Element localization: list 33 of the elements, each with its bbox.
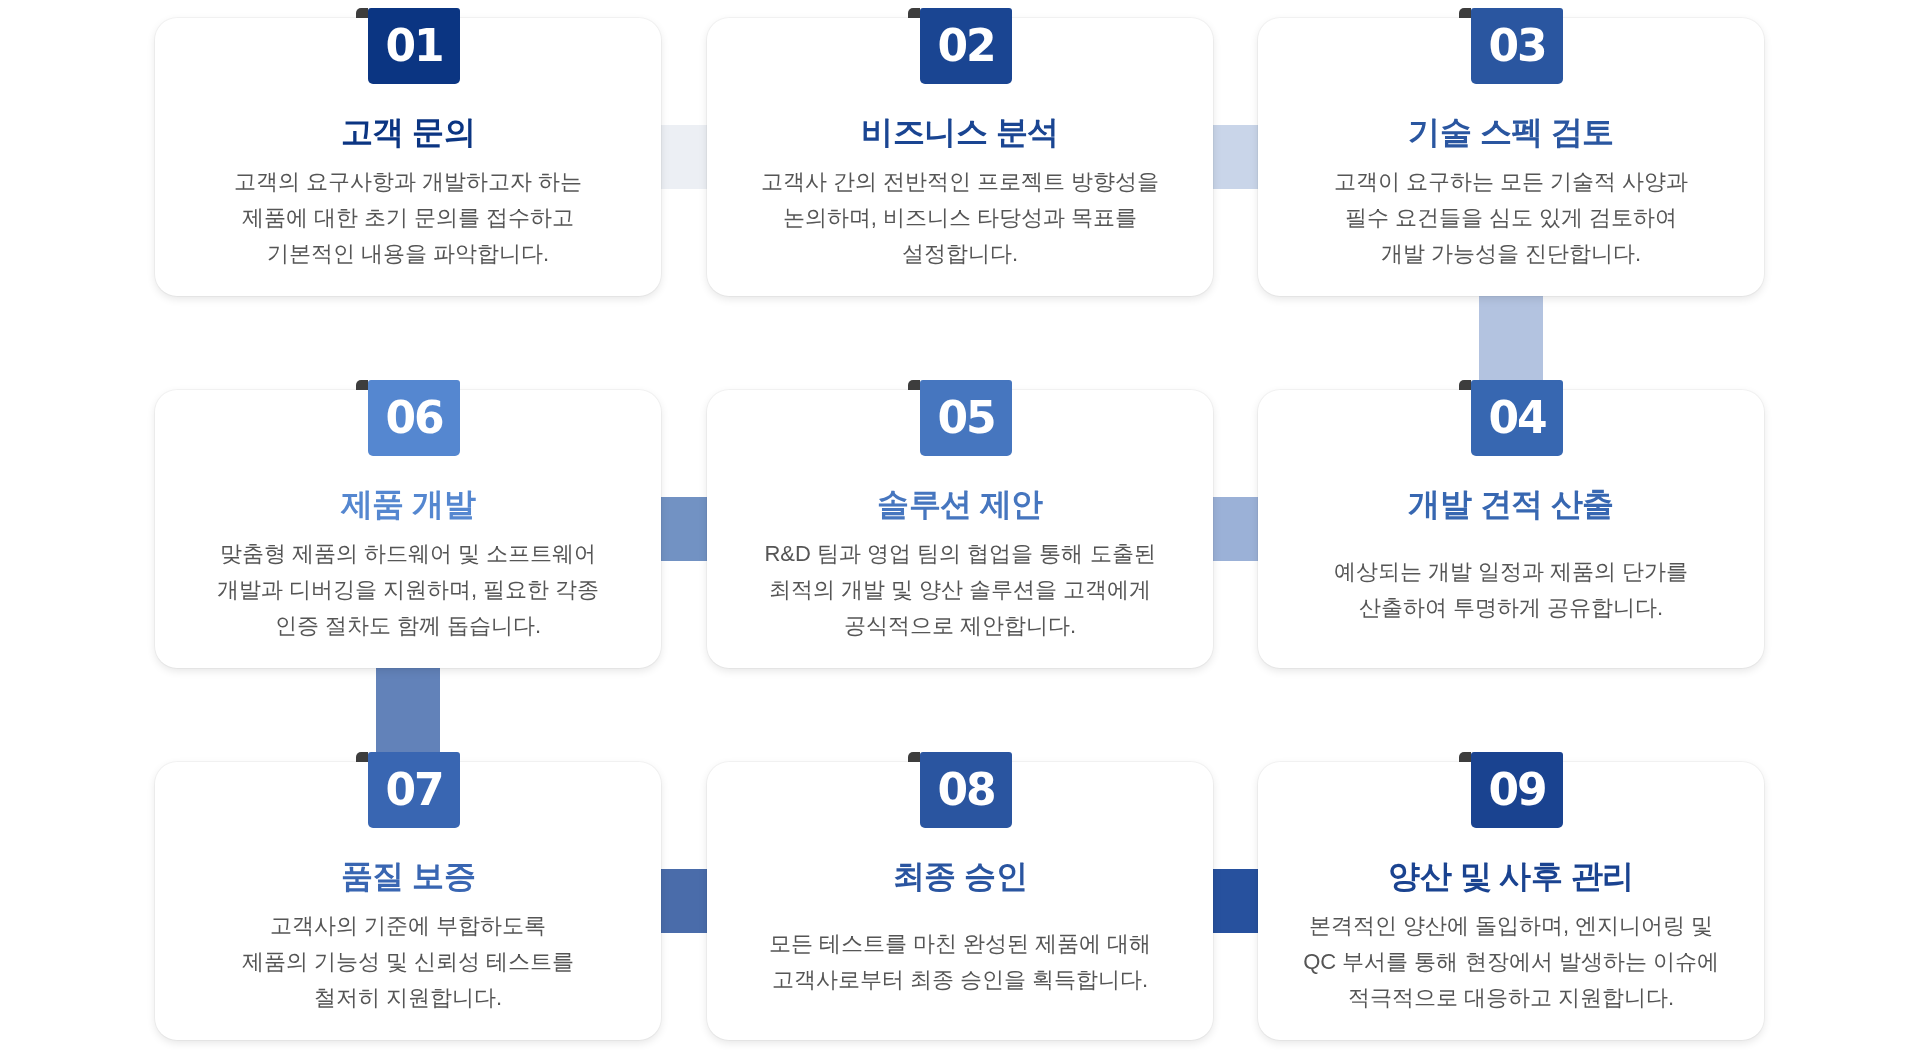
step-description: 본격적인 양산에 돌입하며, 엔지니어링 및 QC 부서를 통해 현장에서 발생하는 이슈에 적극적으로 대응하고 지원합니다. [1302,912,1720,1012]
connector-bar [1213,497,1258,561]
step-description: 고객의 요구사항과 개발하고자 하는 제품에 대한 초기 문의를 접수하고 기본적인 내용을 파악합니다. [232,168,584,268]
number-badge: 02 [920,8,1012,84]
step-description: 예상되는 개발 일정과 제품의 단가를 산출하여 투명하게 공유합니다. [1332,558,1690,622]
step-title: 솔루션 제안 [877,485,1043,524]
step-description: 맞춤형 제품의 하드웨어 및 소프트웨어 개발과 디버깅을 지원하며, 필요한 각종 인증 절차도 함께 돕습니다. [215,540,601,640]
step-description: R&D 팀과 영업 팀의 협업을 통해 도출된 최적의 개발 및 양산 솔루션을 고객에게 공식적으로 제안합니다. [763,540,1157,640]
number-badge: 03 [1471,8,1563,84]
step-title: 품질 보증 [340,857,476,896]
number-badge: 07 [368,752,460,828]
step-title: 최종 승인 [892,857,1028,896]
number-badge: 04 [1471,380,1563,456]
connector-bar [661,497,707,561]
step-description: 고객사 간의 전반적인 프로젝트 방향성을 논의하며, 비즈니스 타당성과 목표를 설정합니다. [760,168,1160,268]
step-description: 모든 테스트를 마친 완성된 제품에 대해 고객사로부터 최종 승인을 획득합니다. [767,930,1153,994]
connector-bar [661,869,707,933]
number-badge: 06 [368,380,460,456]
step-title: 제품 개발 [340,485,476,524]
connector-bar [1213,125,1258,189]
step-title: 개발 견적 산출 [1408,485,1614,524]
connector-bar [661,125,707,189]
number-badge: 05 [920,380,1012,456]
step-description: 고객이 요구하는 모든 기술적 사양과 필수 요건들을 심도 있게 검토하여 개발 가능성을 진단합니다. [1332,168,1690,268]
step-title: 비즈니스 분석 [861,113,1059,152]
connector-bar [1213,869,1258,933]
step-title: 고객 문의 [340,113,476,152]
step-description: 고객사의 기준에 부합하도록 제품의 기능성 및 신뢰성 테스트를 철저히 지원합니다. [240,912,576,1012]
number-badge: 01 [368,8,460,84]
number-badge: 09 [1471,752,1563,828]
number-badge: 08 [920,752,1012,828]
step-title: 양산 및 사후 관리 [1388,857,1634,896]
step-title: 기술 스펙 검토 [1408,113,1614,152]
